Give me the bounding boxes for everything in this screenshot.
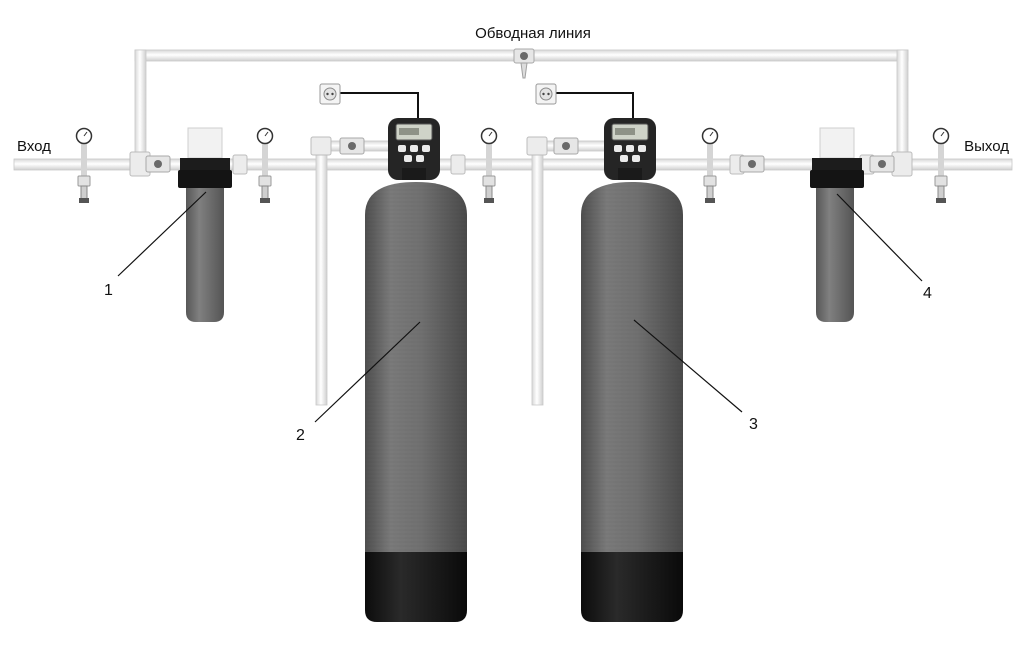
pressure-gauge-icon [75,127,93,203]
ball-valve-icon [339,137,365,155]
callout-2: 2 [296,427,305,444]
ball-valve-icon [869,155,895,173]
bypass-riser-left [134,49,147,154]
pressure-gauges [75,127,950,203]
leader-4 [836,193,923,282]
main-pipe [13,158,1013,171]
power-socket-icon [535,83,557,105]
filter-tank-2 [581,182,683,622]
ball-valve-icon [513,48,535,79]
ball-valve-icon [739,155,765,173]
filter-tank-1 [365,182,467,622]
power-cable-1 [340,92,419,118]
pipe-fittings [129,136,913,177]
power-cable-2 [556,92,634,118]
control-valve-icon [388,118,440,180]
pressure-gauge-icon [480,127,498,203]
cartridge-filter-outlet [810,127,864,322]
bypass-riser-right [896,49,909,154]
leader-1 [117,191,207,277]
ball-valve-icon [553,137,579,155]
ball-valves [145,48,895,173]
leader-3 [633,319,743,413]
cartridge-filter-inlet [178,127,232,322]
drain-pipe-2 [531,144,544,406]
inlet-label: Вход [17,138,51,155]
drain-pipe-1 [315,144,328,406]
pipework [13,49,1013,406]
control-valve-icon [604,118,656,180]
ball-valve-icon [145,155,171,173]
callout-leaders [117,191,923,423]
callout-1: 1 [104,282,113,299]
pressure-gauge-icon [256,127,274,203]
outlet-label: Выход [964,138,1009,155]
leader-2 [314,321,421,423]
pressure-gauge-icon [701,127,719,203]
callout-3: 3 [749,416,758,433]
power-socket-icon [319,83,341,105]
bypass-label: Обводная линия [475,25,591,42]
pressure-gauge-icon [932,127,950,203]
callout-4: 4 [923,285,932,302]
